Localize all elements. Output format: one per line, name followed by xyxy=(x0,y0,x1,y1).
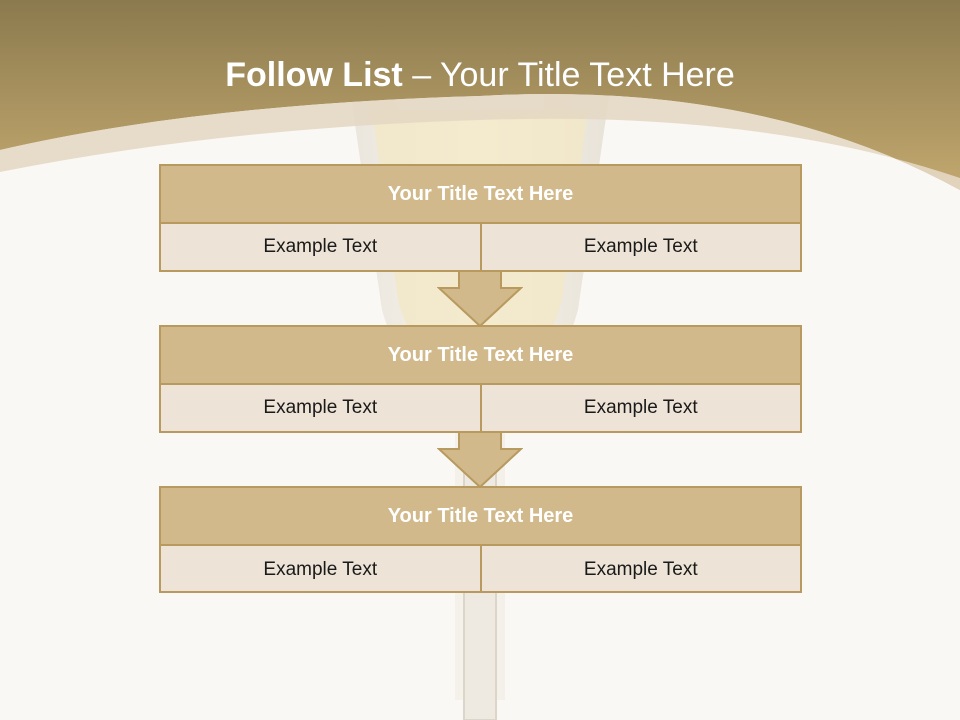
step-1-left-text: Example Text xyxy=(263,236,378,257)
header-swoosh xyxy=(0,93,960,190)
step-2-row: Example Text Example Text xyxy=(161,385,800,431)
down-arrow-icon xyxy=(437,270,523,328)
step-1-row: Example Text Example Text xyxy=(161,224,800,270)
title-sub: Your Title Text Here xyxy=(439,56,735,94)
step-3-left-text: Example Text xyxy=(263,558,378,580)
step-2-title: Your Title Text Here xyxy=(161,327,800,385)
step-box-1: Your Title Text Here Example Text Exampl… xyxy=(159,164,802,272)
step-2-right-text: Example Text xyxy=(479,385,801,431)
step-box-3: Your Title Text Here Example Text Exampl… xyxy=(159,486,802,593)
step-3-right-text: Example Text xyxy=(479,546,801,593)
step-box-2: Your Title Text Here Example Text Exampl… xyxy=(159,325,802,433)
step-1-title: Your Title Text Here xyxy=(161,166,800,224)
step-2-left-text: Example Text xyxy=(263,397,378,418)
title-main: Follow List xyxy=(225,56,403,94)
down-arrow-icon xyxy=(437,431,523,489)
step-3-row: Example Text Example Text xyxy=(161,546,800,593)
title-separator: – xyxy=(402,56,440,94)
slide-title: Follow List – Your Title Text Here xyxy=(0,52,960,98)
header-band xyxy=(0,0,960,190)
step-3-title: Your Title Text Here xyxy=(161,488,800,546)
step-1-right-text: Example Text xyxy=(479,224,801,270)
